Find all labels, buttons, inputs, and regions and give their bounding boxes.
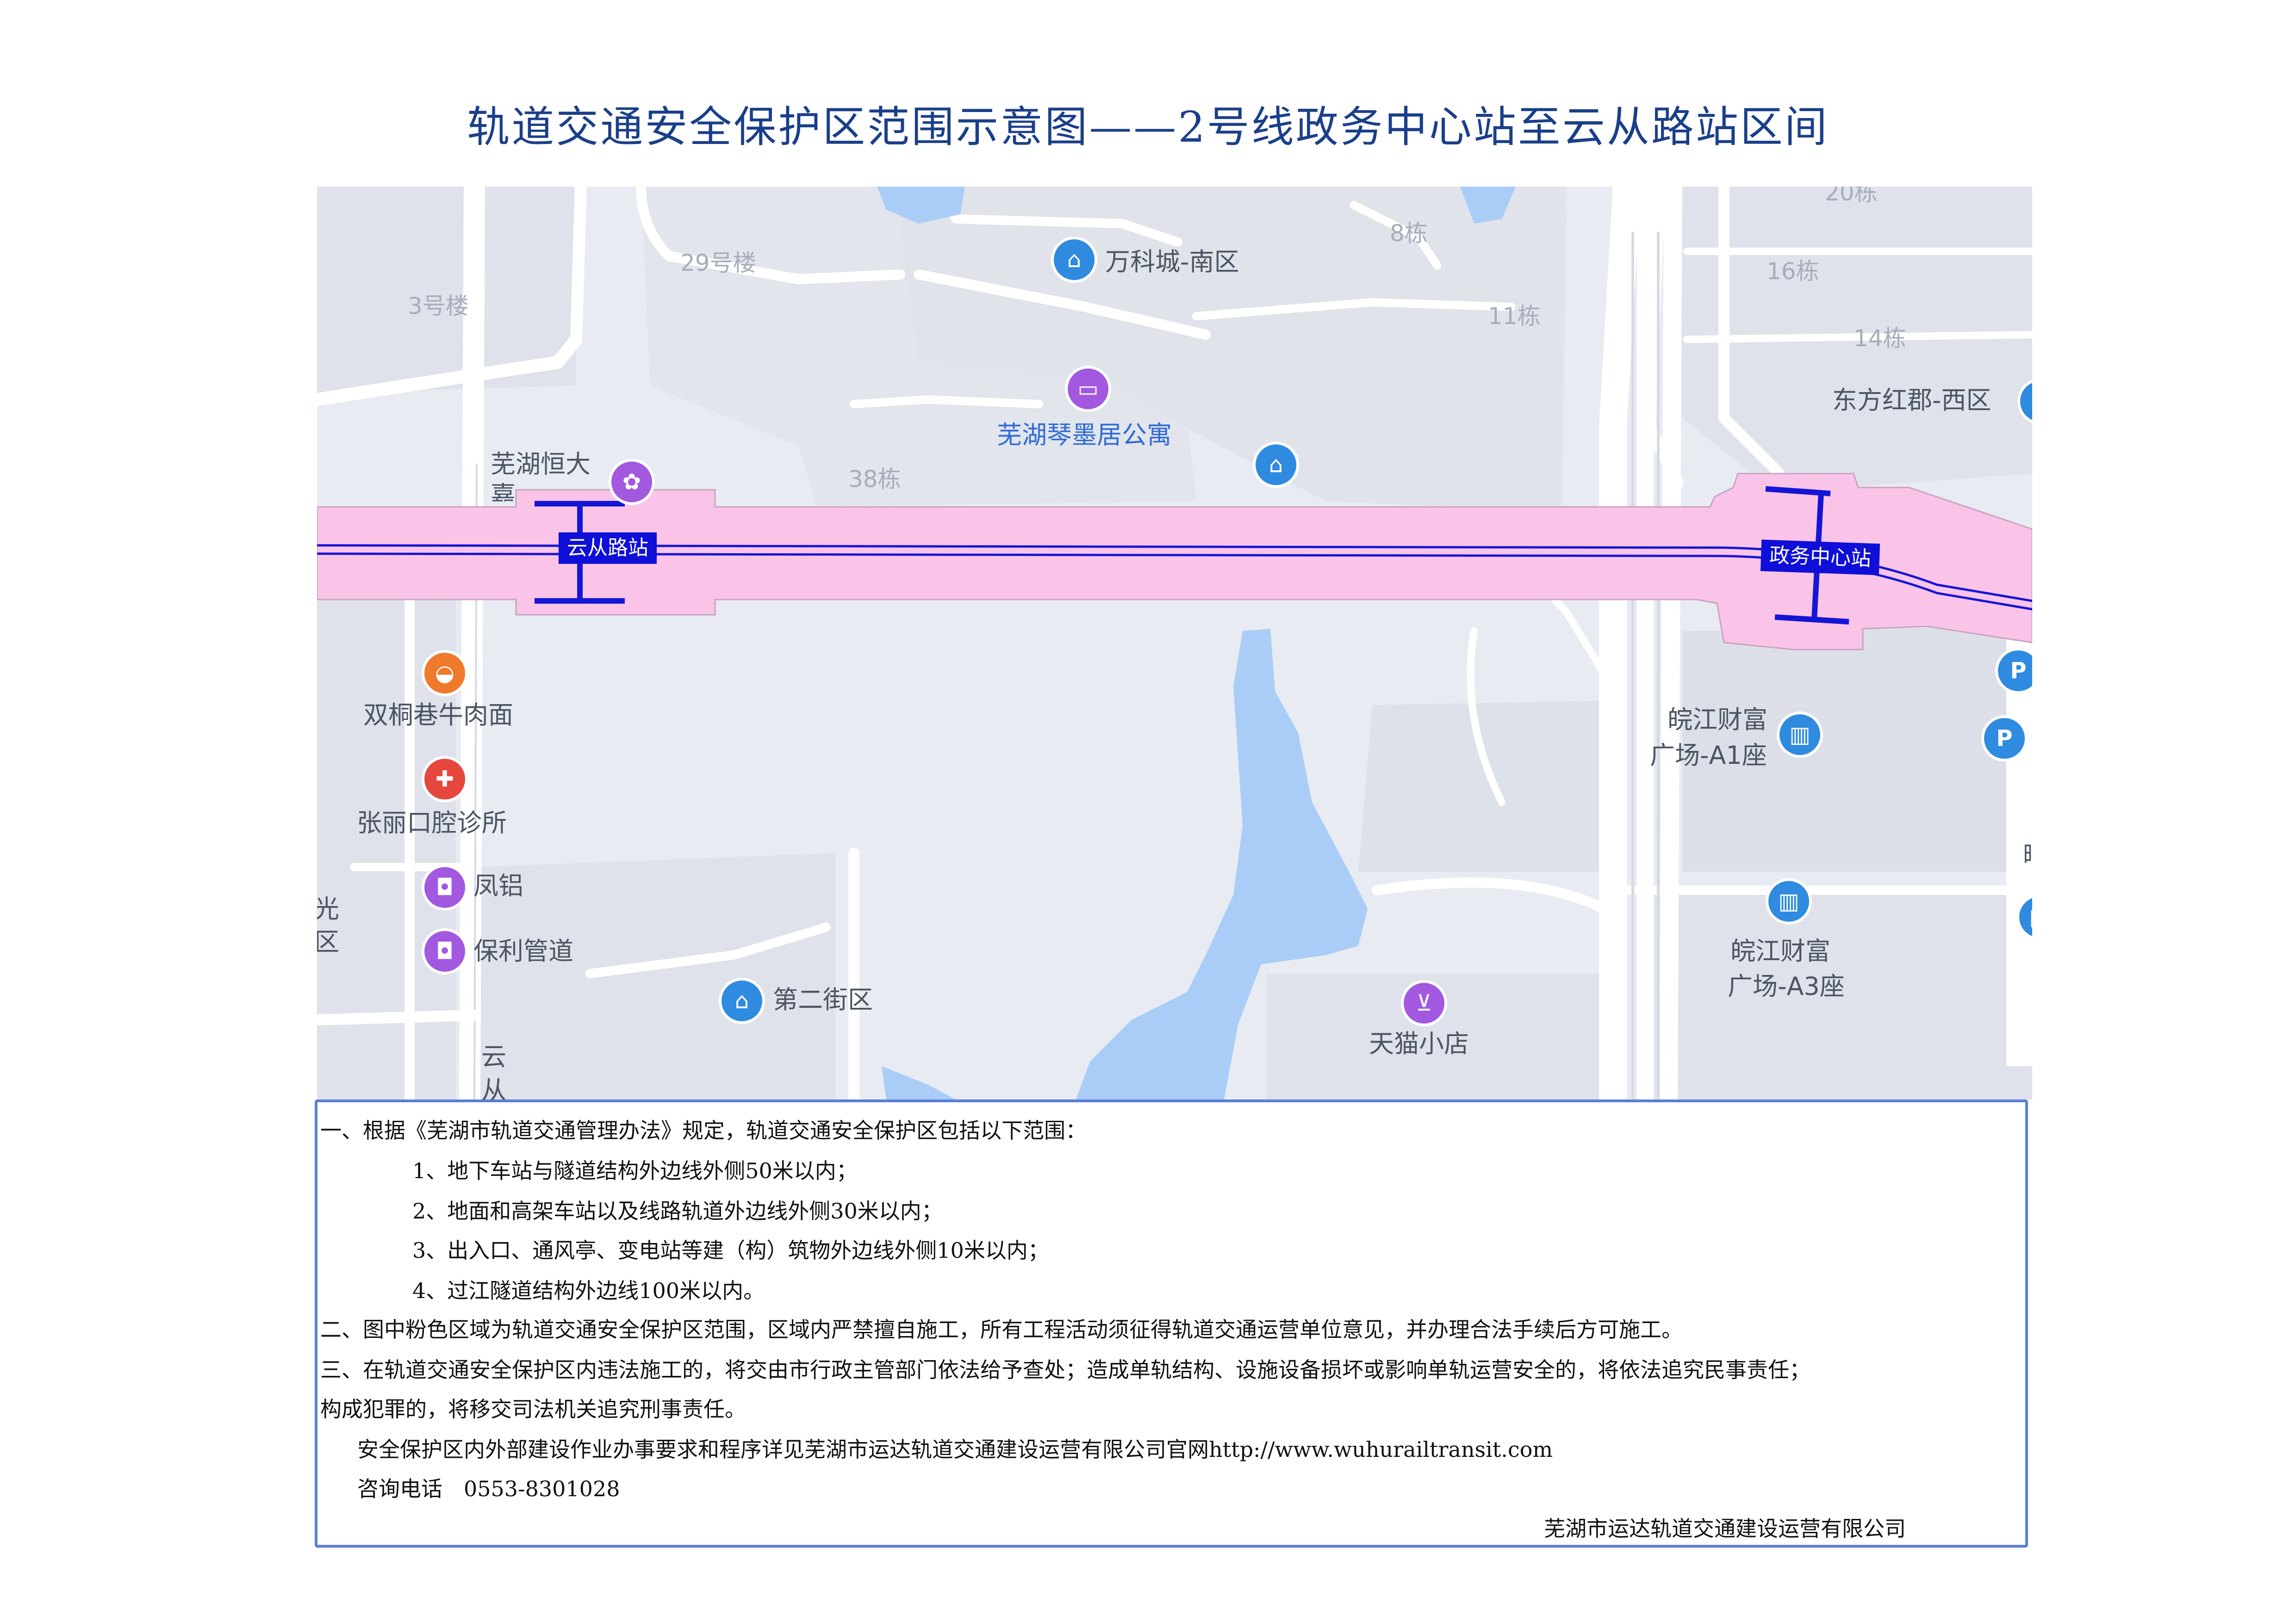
map-label: 双桐巷牛肉面: [363, 700, 513, 730]
house-icon[interactable]: ⌂: [722, 981, 762, 1021]
map-label: 凤铝: [473, 871, 523, 900]
bag-icon[interactable]: ◘: [424, 931, 465, 972]
bed-icon[interactable]: ▭: [1068, 369, 1108, 409]
violation-note-cont: 构成犯罪的，将移交司法机关追究刑事责任。: [320, 1397, 746, 1422]
map-label: 广场-A3座: [1728, 972, 1845, 1001]
violation-note: 三、在轨道交通安全保护区内违法施工的，将交由市行政主管部门依法给予查处；造成单轨…: [320, 1357, 1811, 1382]
map-label: 20栋: [1825, 187, 1878, 206]
map-label: 云: [481, 1042, 506, 1071]
map-label: 3号楼: [408, 293, 469, 319]
cart-icon[interactable]: ⊻: [1404, 983, 1444, 1024]
map-label: 皖江财富: [1668, 705, 1767, 734]
map-label: 东方红郡-西区: [1832, 386, 1991, 415]
map-view[interactable]: 云从路站 政务中心站 ⌂ ▭ ⌂ ⌂ ✿ ◒ ✚ ◘ ◘ ⌂ ⊻ ▥ ▥ P P…: [317, 187, 2032, 1099]
map-label: 11栋: [1488, 303, 1541, 330]
rule-item-1: 1、地下车站与隧道结构外边线外侧50米以内；: [412, 1158, 858, 1183]
map-label: 广场-A1座: [1650, 741, 1767, 770]
page-title: 轨道交通安全保护区范围示意图——2号线政务中心站至云从路站区间: [467, 102, 1829, 152]
map-label: 皖江财富: [1730, 937, 1830, 966]
map-label: 29号楼: [680, 250, 756, 276]
map-label: 万科城-南区: [1105, 247, 1239, 276]
parking-icon[interactable]: P: [1998, 650, 2032, 691]
map-label: 张丽口腔诊所: [357, 808, 507, 837]
map-label: 芜湖恒大: [491, 450, 591, 479]
bowl-icon[interactable]: ◒: [424, 653, 465, 693]
map-label: 8栋: [1390, 220, 1428, 247]
building-icon[interactable]: ▥: [1780, 714, 1820, 755]
rule-item-3: 3、出入口、通风亭、变电站等建（构）筑物外边线外侧10米以内；: [412, 1238, 1049, 1263]
map-base: [317, 187, 2032, 1099]
map-label: 晌: [2023, 843, 2032, 868]
pink-area-note: 二、图中粉色区域为轨道交通安全保护区范围，区域内严禁擅自施工，所有工程活动须征得…: [320, 1317, 1683, 1342]
lake: [1076, 629, 1368, 1099]
house-icon[interactable]: ⌂: [1054, 239, 1095, 280]
map-label: 芜湖琴墨居公寓: [997, 420, 1172, 450]
map-label: 区: [317, 927, 339, 956]
map-label: 天猫小店: [1369, 1029, 1469, 1058]
rule-item-4: 4、过江隧道结构外边线100米以内。: [412, 1278, 765, 1303]
building-icon[interactable]: ▥: [1768, 881, 1809, 922]
notes-box: 一、根据《芜湖市轨道交通管理办法》规定，轨道交通安全保护区包括以下范围： 1、地…: [315, 1099, 2028, 1548]
website-line: 安全保护区内外部建设作业办事要求和程序详见芜湖市运达轨道交通建设运营有限公司官网…: [357, 1437, 1553, 1462]
protection-zone: [317, 473, 2032, 650]
rule-item-2: 2、地面和高架车站以及线路轨道外边线外侧30米以内；: [412, 1199, 943, 1224]
map-label: 嘉: [491, 483, 516, 501]
map-label: 38栋: [848, 466, 901, 493]
shop-icon[interactable]: ✿: [611, 462, 652, 502]
station-label-zhengwu[interactable]: 政务中心站: [1760, 539, 1880, 575]
phone-line: 咨询电话 0553-8301028: [357, 1476, 620, 1501]
clinic-icon[interactable]: ✚: [424, 759, 465, 800]
map-label: 保利管道: [473, 937, 573, 966]
bag-icon[interactable]: ◘: [424, 867, 465, 908]
map-label: 从: [481, 1075, 506, 1100]
map-label: 第二街区: [773, 985, 873, 1014]
rule-intro: 一、根据《芜湖市轨道交通管理办法》规定，轨道交通安全保护区包括以下范围：: [320, 1118, 1087, 1143]
parking-icon[interactable]: P: [1984, 718, 2025, 759]
house-icon[interactable]: ⌂: [1256, 444, 1296, 485]
station-label-yuncong[interactable]: 云从路站: [559, 532, 657, 564]
map-label: 光: [317, 894, 339, 924]
map-label: 16栋: [1767, 258, 1819, 285]
company-name: 芜湖市运达轨道交通建设运营有限公司: [1544, 1516, 1906, 1541]
map-label: 14栋: [1854, 325, 1906, 352]
